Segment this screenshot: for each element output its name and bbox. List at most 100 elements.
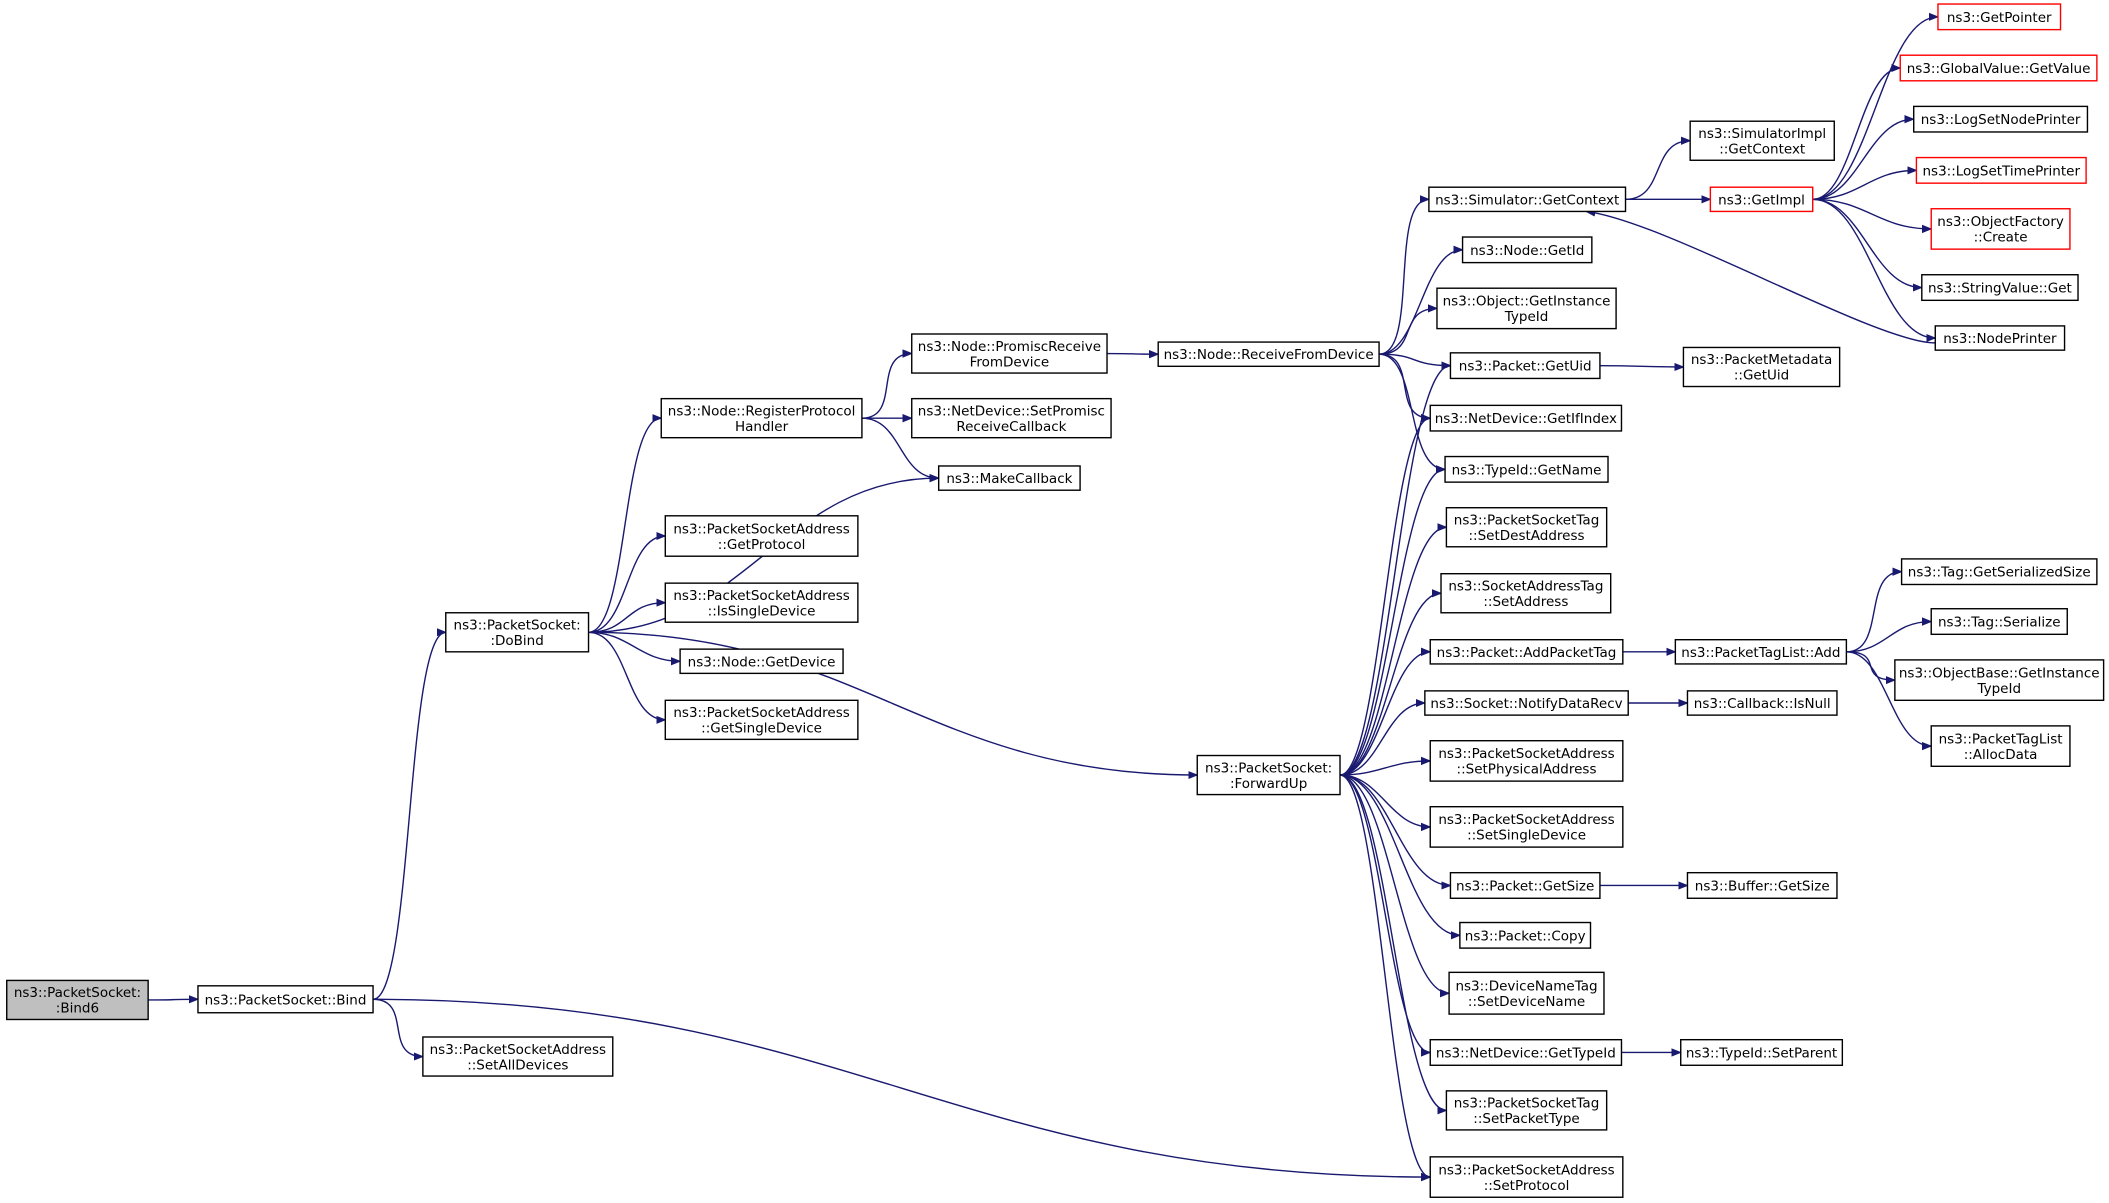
edge-pktgetuid-to-metagetuid [1599, 366, 1683, 367]
node-makecb[interactable]: ns3::MakeCallback [937, 465, 1081, 491]
node-cbisnull[interactable]: ns3::Callback::IsNull [1686, 690, 1838, 716]
edge-forwardup-to-setdestaddr [1339, 527, 1447, 776]
node-addpkttag[interactable]: ns3::Packet::AddPacketTag [1429, 639, 1624, 665]
node-bind[interactable]: ns3::PacketSocket::Bind [197, 985, 374, 1014]
node-logsetnode[interactable]: ns3::LogSetNodePrinter [1913, 105, 2089, 133]
node-box [1429, 639, 1624, 665]
node-box [1461, 236, 1593, 264]
edge-dobind-to-getdevice [588, 631, 681, 661]
node-label: ns3::PacketSocketAddress [673, 521, 849, 537]
node-label: ns3::Node::PromiscReceive [918, 339, 1101, 355]
node-metagetuid[interactable]: ns3::PacketMetadata::GetUid [1682, 346, 1841, 388]
node-taggetser[interactable]: ns3::Tag::GetSerializedSize [1900, 558, 2098, 586]
node-setalldev[interactable]: ns3::PacketSocketAddress::SetAllDevices [422, 1036, 614, 1077]
node-ptladd[interactable]: ns3::PacketTagList::Add [1674, 639, 1848, 665]
node-pktgetsize[interactable]: ns3::Packet::GetSize [1449, 871, 1601, 899]
node-getifindex[interactable]: ns3::NetDevice::GetIfIndex [1429, 404, 1623, 432]
node-label: ns3::Tag::GetSerializedSize [1908, 565, 2091, 581]
node-box [679, 648, 844, 675]
node-nodegetid[interactable]: ns3::Node::GetId [1461, 236, 1593, 264]
node-label: ns3::PacketSocketAddress [673, 588, 849, 604]
node-box [1682, 346, 1841, 388]
node-recvfrom[interactable]: ns3::Node::ReceiveFromDevice [1157, 341, 1380, 368]
node-setdestaddr[interactable]: ns3::PacketSocketTag::SetDestAddress [1445, 507, 1608, 548]
edge-forwardup-to-getifindex [1339, 418, 1431, 776]
node-ptlalloc[interactable]: ns3::PacketTagList::AllocData [1930, 725, 2071, 767]
node-tagser[interactable]: ns3::Tag::Serialize [1930, 608, 2068, 636]
node-tidsetparent[interactable]: ns3::TypeId::SetParent [1680, 1038, 1844, 1066]
node-label: ns3::Node::RegisterProtocol [668, 403, 856, 419]
node-label: ns3::PacketTagList::Add [1681, 645, 1840, 661]
node-box [1899, 54, 2098, 82]
node-devnametag[interactable]: ns3::DeviceNameTag::SetDeviceName [1448, 971, 1605, 1015]
node-simgetctx[interactable]: ns3::Simulator::GetContext [1428, 186, 1627, 213]
node-box [1157, 341, 1380, 368]
node-label: ns3::PacketSocket: [1205, 760, 1332, 776]
edge-forwardup-to-setpkttype [1339, 774, 1447, 1110]
node-label: ns3::Object::GetInstance [1443, 294, 1611, 310]
node-logsettime[interactable]: ns3::LogSetTimePrinter [1915, 156, 2087, 184]
node-setsingledev[interactable]: ns3::PacketSocketAddress::SetSingleDevic… [1429, 805, 1624, 848]
node-nodeprinter[interactable]: ns3::NodePrinter [1934, 325, 2066, 351]
node-box [1444, 455, 1609, 483]
node-box [911, 333, 1108, 374]
node-label: ::IsSingleDevice [708, 603, 816, 619]
node-setpromcb[interactable]: ns3::NetDevice::SetPromiscReceiveCallbac… [911, 397, 1112, 439]
node-getpointer[interactable]: ns3::GetPointer [1937, 3, 2062, 31]
node-tidgetname[interactable]: ns3::TypeId::GetName [1444, 455, 1609, 483]
node-forwardup[interactable]: ns3::PacketSocket::ForwardUp [1196, 754, 1341, 796]
node-layer: ns3::PacketSocket::Bind6ns3::PacketSocke… [6, 3, 2105, 1198]
edge-bind6-to-bind [148, 999, 198, 1000]
node-simimplctx[interactable]: ns3::SimulatorImpl::GetContext [1689, 120, 1835, 161]
node-box [1429, 1038, 1623, 1066]
node-label: ns3::StringValue::Get [1928, 281, 2072, 297]
node-setproto[interactable]: ns3::PacketSocketAddress::SetProtocol [1429, 1156, 1624, 1198]
node-label: ns3::PacketSocketAddress [430, 1042, 606, 1058]
node-ndgettid[interactable]: ns3::NetDevice::GetTypeId [1429, 1038, 1623, 1066]
node-box [1445, 1090, 1608, 1131]
node-box [1686, 690, 1838, 716]
node-label: ns3::DeviceNameTag [1455, 978, 1597, 994]
node-label: ns3::GlobalValue::GetValue [1907, 61, 2091, 77]
node-bufgetsize[interactable]: ns3::Buffer::GetSize [1686, 871, 1838, 899]
node-sasetaddr[interactable]: ns3::SocketAddressTag::SetAddress [1440, 573, 1612, 614]
node-label: ns3::Packet::AddPacketTag [1437, 645, 1617, 661]
node-box [1894, 659, 2105, 702]
node-getdevice[interactable]: ns3::Node::GetDevice [679, 648, 844, 675]
node-getproto[interactable]: ns3::PacketSocketAddress::GetProtocol [664, 515, 859, 557]
node-label: ::SetSingleDevice [1467, 828, 1586, 844]
node-box [1930, 608, 2068, 636]
node-box [1930, 725, 2071, 767]
node-box [1709, 186, 1814, 213]
node-setpkttype[interactable]: ns3::PacketSocketTag::SetPacketType [1445, 1090, 1608, 1131]
node-gvgetvalue[interactable]: ns3::GlobalValue::GetValue [1899, 54, 2098, 82]
edge-dobind-to-regproto [588, 418, 662, 633]
node-box [1436, 287, 1617, 330]
edge-dobind-to-getproto [588, 536, 666, 633]
node-box [1689, 120, 1835, 161]
node-getsingle[interactable]: ns3::PacketSocketAddress::GetSingleDevic… [664, 699, 859, 741]
node-issingle[interactable]: ns3::PacketSocketAddress::IsSingleDevice [664, 582, 859, 623]
node-getimpl[interactable]: ns3::GetImpl [1709, 186, 1814, 213]
node-notifydr[interactable]: ns3::Socket::NotifyDataRecv [1424, 690, 1629, 716]
node-objfactcreate[interactable]: ns3::ObjectFactory::Create [1930, 208, 2071, 250]
node-pktcopy[interactable]: ns3::Packet::Copy [1459, 921, 1592, 949]
edge-simgetctx-to-simimplctx [1625, 141, 1691, 201]
node-label: ns3::Packet::GetSize [1456, 878, 1594, 894]
node-label: :ForwardUp [1230, 776, 1307, 792]
node-dobind[interactable]: ns3::PacketSocket::DoBind [445, 612, 590, 653]
node-box [937, 465, 1081, 491]
node-strvalget[interactable]: ns3::StringValue::Get [1921, 274, 2079, 302]
node-box [911, 397, 1112, 439]
node-label: ns3::TypeId::GetName [1452, 462, 1602, 478]
node-label: ::GetProtocol [718, 537, 806, 553]
node-pktgetuid[interactable]: ns3::Packet::GetUid [1449, 352, 1601, 380]
node-setphys[interactable]: ns3::PacketSocketAddress::SetPhysicalAdd… [1429, 740, 1624, 782]
node-box [1915, 156, 2087, 184]
node-box [664, 582, 859, 623]
